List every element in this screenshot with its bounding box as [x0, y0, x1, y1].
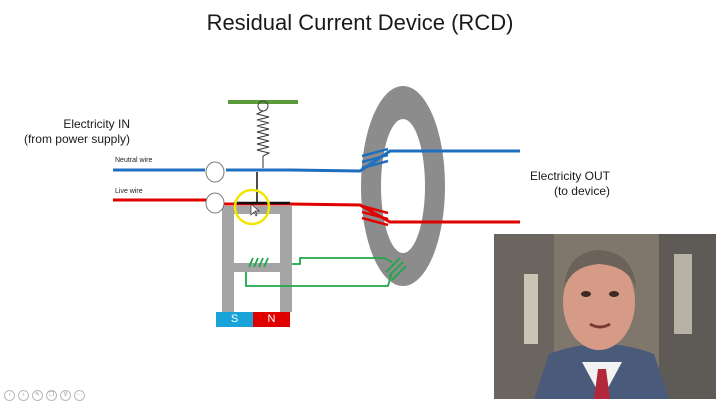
presentation-toolbar: ‹ › ✎ ❐ ⚲ ⋯: [4, 390, 85, 402]
copy-icon[interactable]: ❐: [46, 390, 57, 401]
electricity-in-line1: Electricity IN: [63, 117, 130, 131]
magnet-south: S: [216, 312, 253, 327]
live-coil-windings: [361, 204, 389, 227]
neutral-wire-label: Neutral wire: [115, 157, 153, 164]
live-contact: [205, 192, 225, 214]
electricity-in-label: Electricity IN (from power supply): [10, 117, 130, 147]
more-icon[interactable]: ⋯: [74, 390, 85, 401]
next-icon[interactable]: ›: [18, 390, 29, 401]
electricity-out-line2: (to device): [553, 184, 610, 198]
live-wire-label: Live wire: [115, 188, 143, 195]
magnet-north: N: [253, 312, 290, 327]
zoom-icon[interactable]: ⚲: [60, 390, 71, 401]
pen-icon[interactable]: ✎: [32, 390, 43, 401]
live-wire: [113, 198, 520, 224]
electricity-in-line2: (from power supply): [23, 132, 130, 146]
presenter-webcam: [494, 234, 716, 399]
neutral-wire: [113, 149, 520, 173]
electricity-out-label: Electricity OUT (to device): [500, 169, 610, 199]
neutral-contact: [205, 161, 225, 183]
spring: [255, 110, 271, 168]
toroid-hole: [381, 119, 425, 253]
sensing-coil-circuit: [245, 257, 407, 287]
previous-icon[interactable]: ‹: [4, 390, 15, 401]
neutral-coil-windings: [361, 147, 389, 170]
electricity-out-line1: Electricity OUT: [529, 169, 610, 183]
cursor-highlight: [233, 188, 271, 226]
cursor-arrow-icon: [250, 203, 260, 217]
slide-title: Residual Current Device (RCD): [206, 10, 514, 35]
